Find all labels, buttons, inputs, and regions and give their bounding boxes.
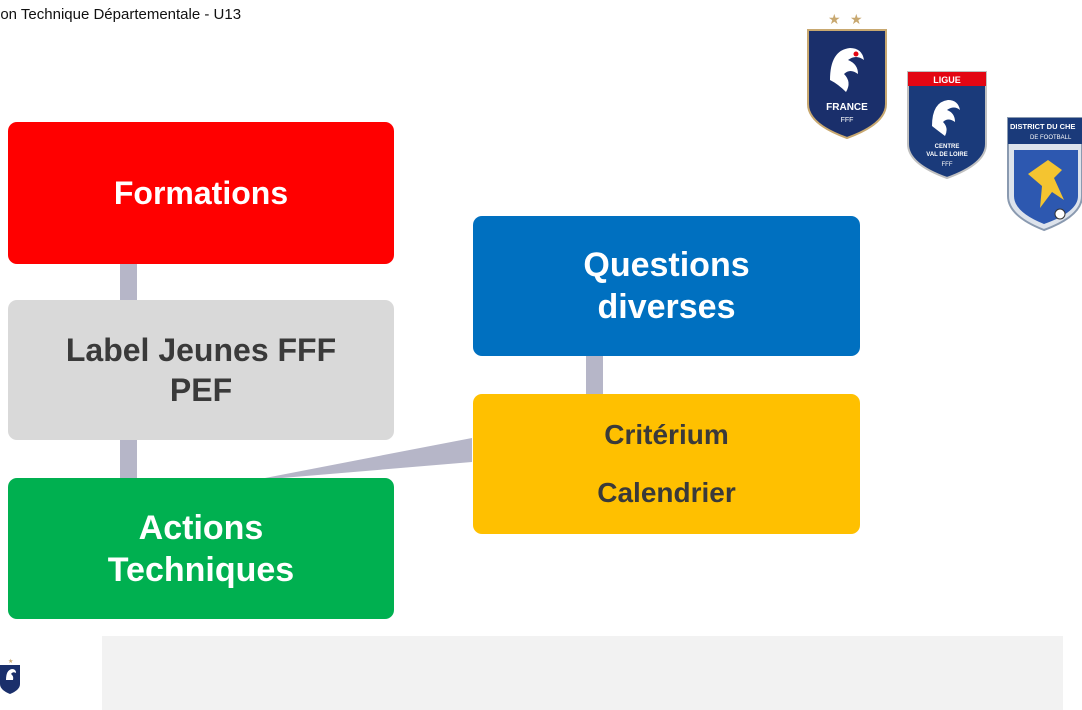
fff-france-logo: ★ ★ FRANCE FFF: [807, 12, 887, 140]
svg-text:FRANCE: FRANCE: [826, 102, 868, 113]
svg-text:★: ★: [850, 12, 863, 28]
ligue-centre-val-de-loire-logo: LIGUE CENTRE VAL DE LOIRE FFF: [907, 71, 987, 180]
svg-text:★: ★: [8, 658, 13, 665]
formations-box: Formations: [8, 122, 394, 264]
svg-text:LIGUE: LIGUE: [933, 75, 961, 85]
svg-text:★: ★: [828, 12, 841, 28]
fff-small-logo: ★: [0, 658, 20, 694]
connector-questions-criterium: [586, 356, 603, 394]
questions-diverses-box: Questions diverses: [473, 216, 860, 356]
page-title: ion Technique Départementale - U13: [0, 6, 242, 23]
label-jeunes-box: Label Jeunes FFF PEF: [8, 300, 394, 440]
connector-label-actions: [120, 440, 137, 478]
actions-line1: Actions: [138, 508, 264, 547]
footer-bar: [102, 636, 1063, 710]
formations-label: Formations: [113, 174, 289, 211]
criterium-calendrier-box: Critérium Calendrier: [473, 394, 860, 534]
criterium-line1: Critérium: [604, 419, 729, 450]
svg-text:DE FOOTBALL: DE FOOTBALL: [1030, 135, 1072, 141]
actions-techniques-box: Actions Techniques: [8, 478, 394, 619]
actions-line2: Techniques: [107, 550, 295, 589]
svg-text:FFF: FFF: [841, 117, 854, 124]
svg-text:DISTRICT DU CHE: DISTRICT DU CHE: [1010, 122, 1075, 131]
questions-line1: Questions: [583, 246, 750, 284]
label-jeunes-line2: PEF: [169, 372, 233, 408]
connector-formations-label: [120, 264, 137, 302]
criterium-line2: Calendrier: [597, 477, 736, 508]
label-jeunes-line1: Label Jeunes FFF: [65, 332, 337, 368]
svg-text:VAL DE LOIRE: VAL DE LOIRE: [926, 152, 967, 158]
questions-line2: diverses: [597, 288, 736, 326]
svg-text:CENTRE: CENTRE: [935, 144, 960, 150]
svg-text:FFF: FFF: [942, 162, 953, 168]
district-logo: DISTRICT DU CHE DE FOOTBALL: [1007, 117, 1082, 232]
